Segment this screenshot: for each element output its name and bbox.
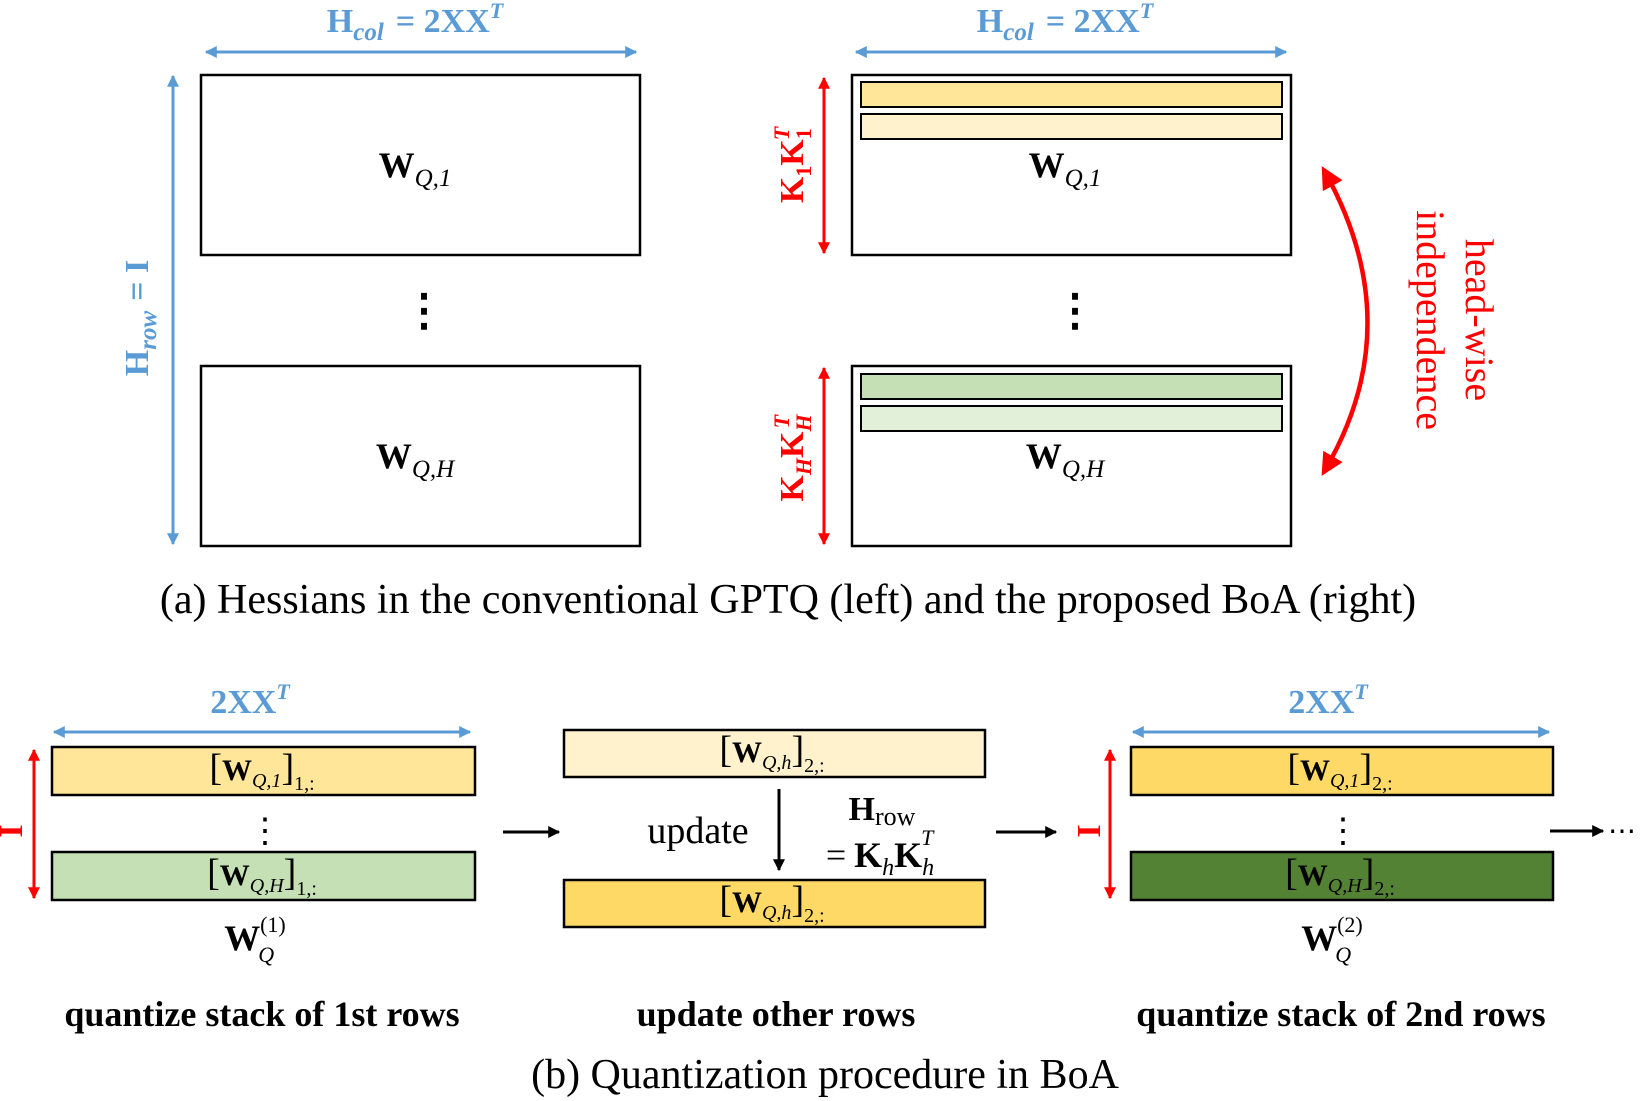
boa-block-bottom-row-2 <box>860 405 1283 432</box>
head-wise-independence-arrow <box>1321 166 1370 476</box>
boa-bottom-hessian-label: KHKHT <box>769 413 816 501</box>
independence-text-line1: head-wise <box>1457 239 1502 401</box>
boa-hcol-label: Hcol= 2XXT <box>977 0 1155 46</box>
step3-width-label: 2XXT <box>1288 679 1369 721</box>
gptq-block-bottom-label: WQ,H <box>376 436 456 483</box>
step1-dots: ⋮ <box>248 813 282 850</box>
gptq-hrow-label: Hrow= I <box>119 260 162 376</box>
update-label: update <box>647 810 748 852</box>
step1-row-bottom <box>50 850 477 902</box>
step1-row-top <box>50 745 477 797</box>
gptq-vertical-dots: ⋮ <box>402 286 446 335</box>
step2-title: update other rows <box>637 994 916 1034</box>
step1-height-label: I <box>0 824 30 837</box>
step3-height-label: I <box>1071 824 1108 837</box>
gptq-hessian-panel: Hcol= 2XXT Hrow= I WQ,1 ⋮ WQ,H <box>119 0 642 548</box>
step3-row-bottom-label: [WQ,H]2,: <box>1285 852 1395 900</box>
step3-row-top <box>1129 745 1555 797</box>
boa-block-bottom-row-1 <box>860 373 1283 400</box>
boa-vertical-dots: ⋮ <box>1053 286 1097 335</box>
step2-hrow-label: Hrow <box>849 791 916 831</box>
gptq-block-bottom <box>199 364 642 548</box>
boa-block-top-row-1 <box>860 81 1283 108</box>
step2-row-after <box>562 878 987 929</box>
step1-row-bottom-label: [WQ,H]1,: <box>207 852 317 900</box>
boa-top-hessian-label: K1K1T <box>769 125 816 203</box>
caption-a: (a) Hessians in the conventional GPTQ (l… <box>160 577 1416 623</box>
boa-block-bottom-label: WQ,H <box>1026 436 1106 483</box>
step3-row-top-label: [WQ,1]2,: <box>1287 747 1392 795</box>
step3-stack-label: WQ(2) <box>1301 912 1363 967</box>
step2-hrow-value: =KhKhT <box>826 825 935 881</box>
step3-dots: ⋮ <box>1326 813 1360 850</box>
step-1-quantize-first-rows: 2XXT I [WQ,1]1,: ⋮ [WQ,H]1,: WQ(1) quant… <box>0 679 477 1034</box>
step3-title: quantize stack of 2nd rows <box>1136 994 1545 1034</box>
boa-block-top-label: WQ,1 <box>1029 145 1102 192</box>
boa-hessian-panel: Hcol= 2XXT WQ,1 K1K1T ⋮ WQ,H KHKHT h <box>769 0 1502 548</box>
gptq-block-top-label: WQ,1 <box>379 145 452 192</box>
step3-row-bottom <box>1129 850 1555 902</box>
step-3-quantize-second-rows: 2XXT I [WQ,1]2,: ⋮ [WQ,H]2,: WQ(2) quant… <box>1071 679 1555 1034</box>
step2-row-before <box>562 728 987 779</box>
step1-width-label: 2XXT <box>210 679 291 721</box>
caption-b: (b) Quantization procedure in BoA <box>531 1052 1119 1098</box>
gptq-hcol-label: Hcol= 2XXT <box>327 0 505 46</box>
gptq-block-top <box>199 73 642 257</box>
step1-stack-label: WQ(1) <box>224 912 286 967</box>
independence-text-line2: independence <box>1408 210 1453 430</box>
step2-row-before-label: [WQ,h]2,: <box>719 729 824 777</box>
boa-block-top-row-2 <box>860 113 1283 140</box>
continuation-ellipsis: ⋯ <box>1608 816 1636 847</box>
step1-row-top-label: [WQ,1]1,: <box>209 747 314 795</box>
step1-title: quantize stack of 1st rows <box>64 994 459 1034</box>
step2-row-after-label: [WQ,h]2,: <box>719 879 824 927</box>
step-2-update-other-rows: [WQ,h]2,: update Hrow =KhKhT [WQ,h]2,: u… <box>562 728 987 1034</box>
